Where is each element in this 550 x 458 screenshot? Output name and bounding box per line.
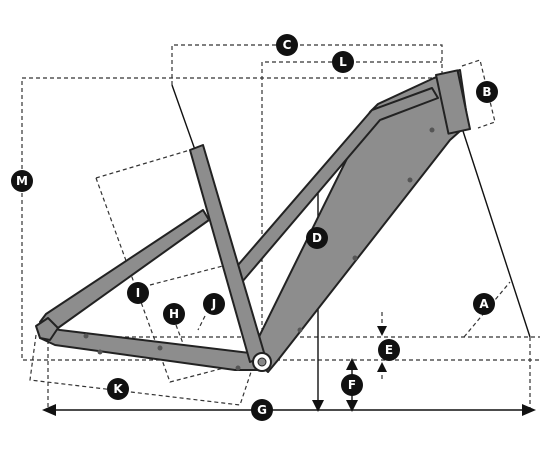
bb-height-arrow-bottom bbox=[346, 400, 358, 412]
frame-bolts bbox=[83, 127, 435, 371]
seat-tube-guide bbox=[171, 44, 443, 85]
bb-drop-arrow-bottom bbox=[377, 362, 387, 372]
rear-dropout bbox=[35, 317, 59, 341]
chainstay-guide bbox=[29, 334, 256, 406]
badge-a: A bbox=[473, 293, 495, 315]
badge-c: C bbox=[276, 34, 298, 56]
seat-angle-guide bbox=[95, 149, 191, 179]
badge-e: E bbox=[378, 339, 400, 361]
bike-frame bbox=[35, 69, 471, 373]
badge-m-label: M bbox=[16, 174, 28, 188]
reach-guide bbox=[261, 61, 442, 360]
badge-i-label: I bbox=[136, 286, 140, 300]
badge-j-label: J bbox=[211, 297, 216, 311]
badge-f: F bbox=[341, 374, 363, 396]
badge-f-label: F bbox=[348, 378, 356, 392]
dimension-lines bbox=[42, 84, 536, 416]
badge-b-label: B bbox=[482, 85, 491, 99]
stack-guide bbox=[21, 77, 432, 361]
standover-arrow-bottom bbox=[312, 400, 324, 412]
badge-e-label: E bbox=[385, 343, 393, 357]
bb-drop-arrow-top bbox=[377, 326, 387, 336]
badge-c-label: C bbox=[283, 38, 292, 52]
chainstay bbox=[39, 324, 259, 371]
wheelbase-arrow-left bbox=[42, 404, 56, 416]
fork-dimension bbox=[461, 127, 531, 338]
head-angle-arc bbox=[463, 281, 511, 338]
badge-g: G bbox=[251, 399, 273, 421]
j-guide bbox=[149, 261, 239, 286]
wheelbase-arrow-right bbox=[522, 404, 536, 416]
bottom-bracket-center bbox=[257, 357, 267, 367]
badge-b: B bbox=[476, 81, 498, 103]
badge-g-label: G bbox=[257, 403, 267, 417]
badge-d: D bbox=[306, 227, 328, 249]
badge-k-label: K bbox=[113, 382, 123, 396]
badge-i: I bbox=[127, 282, 149, 304]
badge-a-label: A bbox=[479, 297, 489, 311]
head-tube bbox=[435, 69, 471, 135]
badge-h-label: H bbox=[169, 307, 179, 321]
badge-l: L bbox=[332, 51, 354, 73]
badge-m: M bbox=[11, 170, 33, 192]
badge-k: K bbox=[107, 378, 129, 400]
badge-l-label: L bbox=[339, 55, 347, 69]
j-leader bbox=[197, 315, 206, 331]
badge-h: H bbox=[163, 303, 185, 325]
badge-j: J bbox=[203, 293, 225, 315]
bb-height-arrow-top bbox=[346, 358, 358, 370]
badge-d-label: D bbox=[312, 231, 322, 245]
